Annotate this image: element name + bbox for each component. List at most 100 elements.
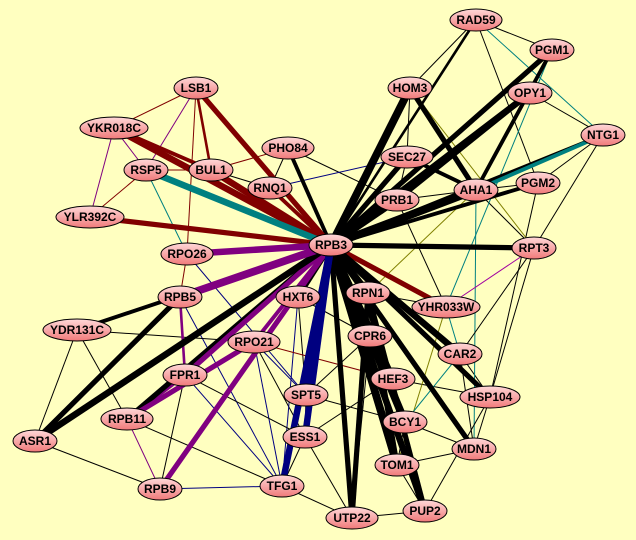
node-ellipse[interactable]: [100, 407, 154, 431]
node-ellipse[interactable]: [247, 176, 293, 200]
node-tfg1[interactable]: TFG1: [259, 474, 305, 498]
node-sec27[interactable]: SEC27: [380, 145, 434, 169]
node-rpo26[interactable]: RPO26: [160, 242, 214, 266]
node-prb1[interactable]: PRB1: [374, 188, 420, 212]
node-hsp104[interactable]: HSP104: [459, 385, 521, 409]
node-ellipse[interactable]: [382, 410, 428, 434]
node-ykr018c[interactable]: YKR018C: [79, 116, 149, 140]
node-mdn1[interactable]: MDN1: [451, 437, 497, 461]
node-rnq1[interactable]: RNQ1: [247, 176, 293, 200]
edge-rpb3-rsp5: [144, 166, 333, 249]
node-pho84[interactable]: PHO84: [261, 136, 315, 160]
node-bul1[interactable]: BUL1: [188, 158, 234, 182]
node-label: RAD59: [456, 13, 496, 27]
node-ellipse[interactable]: [515, 171, 561, 195]
node-rpn1[interactable]: RPN1: [345, 281, 391, 305]
node-utp22[interactable]: UTP22: [325, 506, 379, 530]
edge-pgm2-hsp104: [489, 182, 539, 398]
node-cpr6[interactable]: CPR6: [347, 324, 393, 348]
node-label: AHA1: [460, 183, 493, 197]
node-ellipse[interactable]: [79, 116, 149, 140]
node-ellipse[interactable]: [451, 437, 497, 461]
node-ellipse[interactable]: [529, 38, 575, 62]
node-car2[interactable]: CAR2: [437, 342, 483, 366]
node-rpo21[interactable]: RPO21: [227, 330, 281, 354]
node-label: HOM3: [393, 81, 428, 95]
node-pgm2[interactable]: PGM2: [515, 171, 561, 195]
node-ellipse[interactable]: [402, 499, 448, 523]
node-ellipse[interactable]: [380, 145, 434, 169]
node-ellipse[interactable]: [411, 295, 481, 319]
node-rpb5[interactable]: RPB5: [157, 285, 203, 309]
node-label: RPB5: [164, 290, 196, 304]
node-aha1[interactable]: AHA1: [453, 178, 499, 202]
node-ellipse[interactable]: [137, 477, 183, 501]
node-yhr033w[interactable]: YHR033W: [411, 295, 481, 319]
node-ntg1[interactable]: NTG1: [580, 123, 626, 147]
node-ellipse[interactable]: [345, 281, 391, 305]
node-hom3[interactable]: HOM3: [387, 76, 433, 100]
node-ellipse[interactable]: [437, 342, 483, 366]
node-rad59[interactable]: RAD59: [449, 8, 503, 32]
node-fpr1[interactable]: FPR1: [162, 363, 208, 387]
node-label: CAR2: [444, 347, 477, 361]
node-ydr131c[interactable]: YDR131C: [42, 318, 112, 342]
edge-rpb3-fpr1: [183, 243, 333, 377]
node-ellipse[interactable]: [387, 76, 433, 100]
node-ellipse[interactable]: [370, 367, 416, 391]
node-label: HSP104: [468, 390, 513, 404]
node-ellipse[interactable]: [259, 474, 305, 498]
node-ellipse[interactable]: [449, 8, 503, 32]
node-ellipse[interactable]: [275, 285, 321, 309]
edge-rad59-ntg1: [475, 19, 604, 136]
node-ellipse[interactable]: [580, 123, 626, 147]
node-rpt3[interactable]: RPT3: [511, 236, 557, 260]
node-spt5[interactable]: SPT5: [283, 383, 329, 407]
node-ess1[interactable]: ESS1: [282, 425, 328, 449]
node-ellipse[interactable]: [374, 188, 420, 212]
node-ylr392c[interactable]: YLR392C: [55, 205, 125, 229]
node-label: TOM1: [380, 458, 413, 472]
node-hef3[interactable]: HEF3: [370, 367, 416, 391]
node-bcy1[interactable]: BCY1: [382, 410, 428, 434]
edge-hom3-rpt3: [409, 87, 535, 249]
node-rpb11[interactable]: RPB11: [100, 407, 154, 431]
node-ellipse[interactable]: [308, 233, 354, 257]
edge-pgm1-aha1: [474, 49, 554, 191]
edge-ess1-utp22: [304, 436, 353, 519]
node-ellipse[interactable]: [173, 76, 219, 100]
node-ellipse[interactable]: [261, 136, 315, 160]
node-label: LSB1: [181, 81, 212, 95]
node-ellipse[interactable]: [123, 158, 169, 182]
edge-rpb3-bul1: [209, 167, 333, 248]
node-ellipse[interactable]: [160, 242, 214, 266]
node-label: PRB1: [381, 193, 413, 207]
node-hxt6[interactable]: HXT6: [275, 285, 321, 309]
node-ellipse[interactable]: [459, 385, 521, 409]
node-rsp5[interactable]: RSP5: [123, 158, 169, 182]
node-label: UTP22: [333, 511, 371, 525]
node-ellipse[interactable]: [162, 363, 208, 387]
node-ellipse[interactable]: [283, 383, 329, 407]
node-ellipse[interactable]: [453, 178, 499, 202]
node-ellipse[interactable]: [188, 158, 234, 182]
node-ellipse[interactable]: [55, 205, 125, 229]
node-ellipse[interactable]: [347, 324, 393, 348]
node-ellipse[interactable]: [507, 81, 553, 105]
node-ellipse[interactable]: [282, 425, 328, 449]
node-lsb1[interactable]: LSB1: [173, 76, 219, 100]
node-opy1[interactable]: OPY1: [507, 81, 553, 105]
node-ellipse[interactable]: [374, 453, 420, 477]
node-asr1[interactable]: ASR1: [12, 429, 58, 453]
node-pgm1[interactable]: PGM1: [529, 38, 575, 62]
node-ellipse[interactable]: [42, 318, 112, 342]
node-rpb3[interactable]: RPB3: [308, 233, 354, 257]
node-ellipse[interactable]: [12, 429, 58, 453]
node-ellipse[interactable]: [325, 506, 379, 530]
node-ellipse[interactable]: [157, 285, 203, 309]
node-ellipse[interactable]: [511, 236, 557, 260]
node-pup2[interactable]: PUP2: [402, 499, 448, 523]
node-tom1[interactable]: TOM1: [374, 453, 420, 477]
node-rpb9[interactable]: RPB9: [137, 477, 183, 501]
node-ellipse[interactable]: [227, 330, 281, 354]
